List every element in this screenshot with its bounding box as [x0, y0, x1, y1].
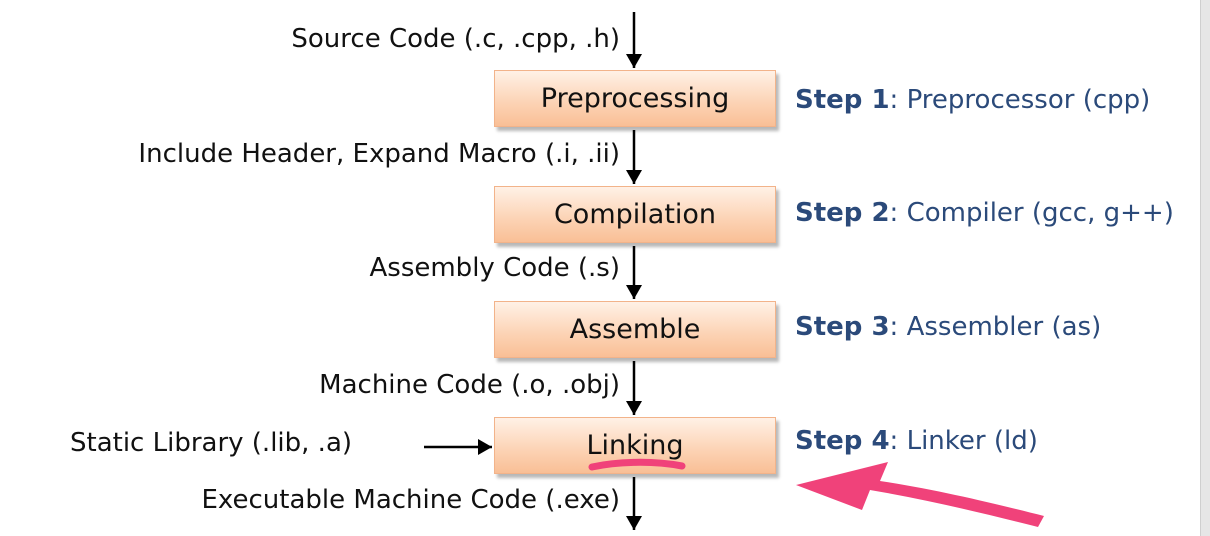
step-2-number: Step 2 — [795, 198, 890, 228]
down-arrow-3 — [626, 246, 642, 299]
linking-box: Linking — [494, 417, 776, 474]
assembly-code-label: Assembly Code (.s) — [369, 253, 620, 283]
assemble-box: Assemble — [494, 301, 776, 358]
step-3-description: Assembler (as) — [906, 312, 1102, 342]
preprocessing-label: Preprocessing — [540, 83, 730, 114]
preprocessing-box: Preprocessing — [494, 70, 776, 127]
step-3-number: Step 3 — [795, 312, 890, 342]
step-2-description: Compiler (gcc, g++) — [906, 198, 1174, 228]
down-arrow-4 — [626, 361, 642, 415]
window-edge — [1200, 0, 1210, 536]
step-4-number: Step 4 — [795, 426, 890, 456]
step-1-label: Step 1: Preprocessor (cpp) — [795, 85, 1151, 115]
executable-label: Executable Machine Code (.exe) — [201, 485, 620, 515]
static-library-label: Static Library (.lib, .a) — [70, 428, 353, 458]
step-2-label: Step 2: Compiler (gcc, g++) — [795, 198, 1174, 228]
step-1-description: Preprocessor (cpp) — [906, 85, 1151, 115]
down-arrow-1 — [626, 12, 642, 68]
compilation-box: Compilation — [494, 186, 776, 243]
step-1-number: Step 1 — [795, 85, 890, 115]
annotation-underline — [588, 458, 686, 471]
step-4-label: Step 4: Linker (ld) — [795, 426, 1038, 456]
linking-label: Linking — [586, 430, 684, 461]
machine-code-label: Machine Code (.o, .obj) — [319, 370, 620, 400]
preprocessed-output-label: Include Header, Expand Macro (.i, .ii) — [138, 139, 620, 169]
step-3-label: Step 3: Assembler (as) — [795, 312, 1102, 342]
compilation-label: Compilation — [553, 199, 717, 230]
static-library-arrow — [424, 439, 492, 455]
assemble-label: Assemble — [569, 314, 701, 345]
down-arrow-2 — [626, 130, 642, 184]
down-arrow-5 — [626, 477, 642, 530]
step-4-description: Linker (ld) — [906, 426, 1038, 456]
annotation-arrow — [796, 462, 1044, 527]
source-code-label: Source Code (.c, .cpp, .h) — [291, 24, 620, 54]
